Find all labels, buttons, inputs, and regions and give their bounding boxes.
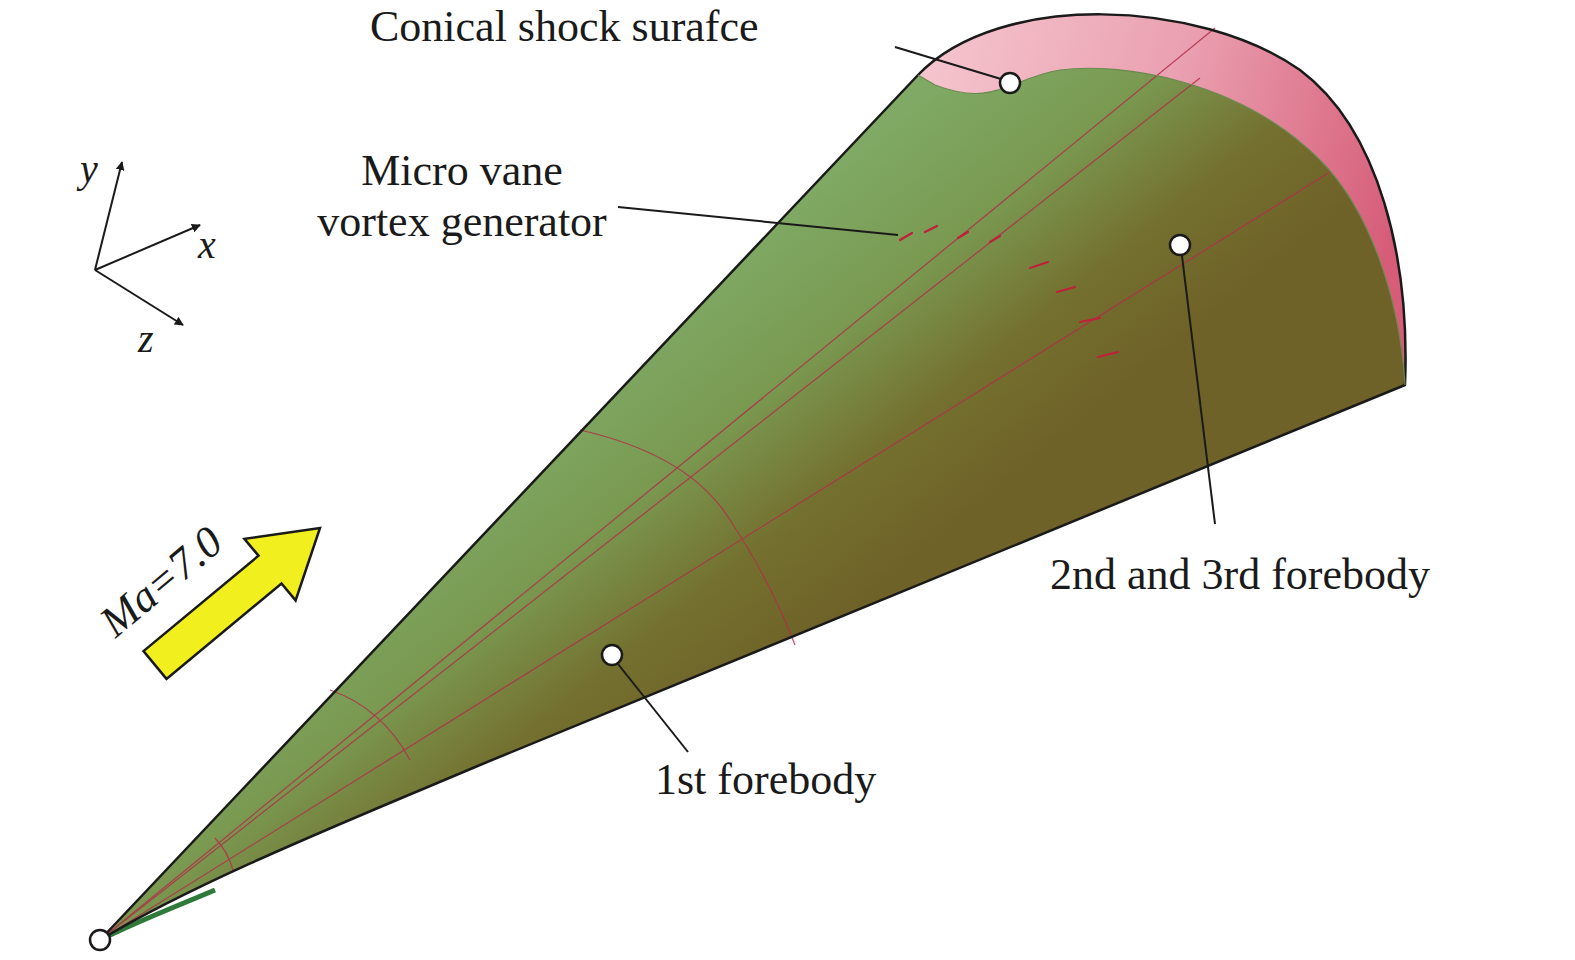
- callout-label: Conical shock surafce: [370, 2, 759, 53]
- grid-lines: [100, 28, 1330, 940]
- marker-dots: [90, 73, 1190, 950]
- callout-label: Micro vane vortex generator: [252, 146, 672, 247]
- micro-vanes: [900, 226, 1118, 357]
- callout-label: 1st forebody: [655, 755, 876, 806]
- body-section-edge: [918, 68, 1405, 385]
- axis-label: z: [138, 316, 154, 362]
- lower-edge-strip: [100, 890, 215, 940]
- forebody-surface: [100, 68, 1405, 940]
- axis-label: x: [198, 222, 216, 268]
- outline: [100, 14, 1406, 940]
- axis-triad: [95, 162, 200, 325]
- callout-label: 2nd and 3rd forebody: [1050, 550, 1430, 601]
- leader-lines: [618, 47, 1215, 752]
- axis-label: y: [80, 146, 98, 192]
